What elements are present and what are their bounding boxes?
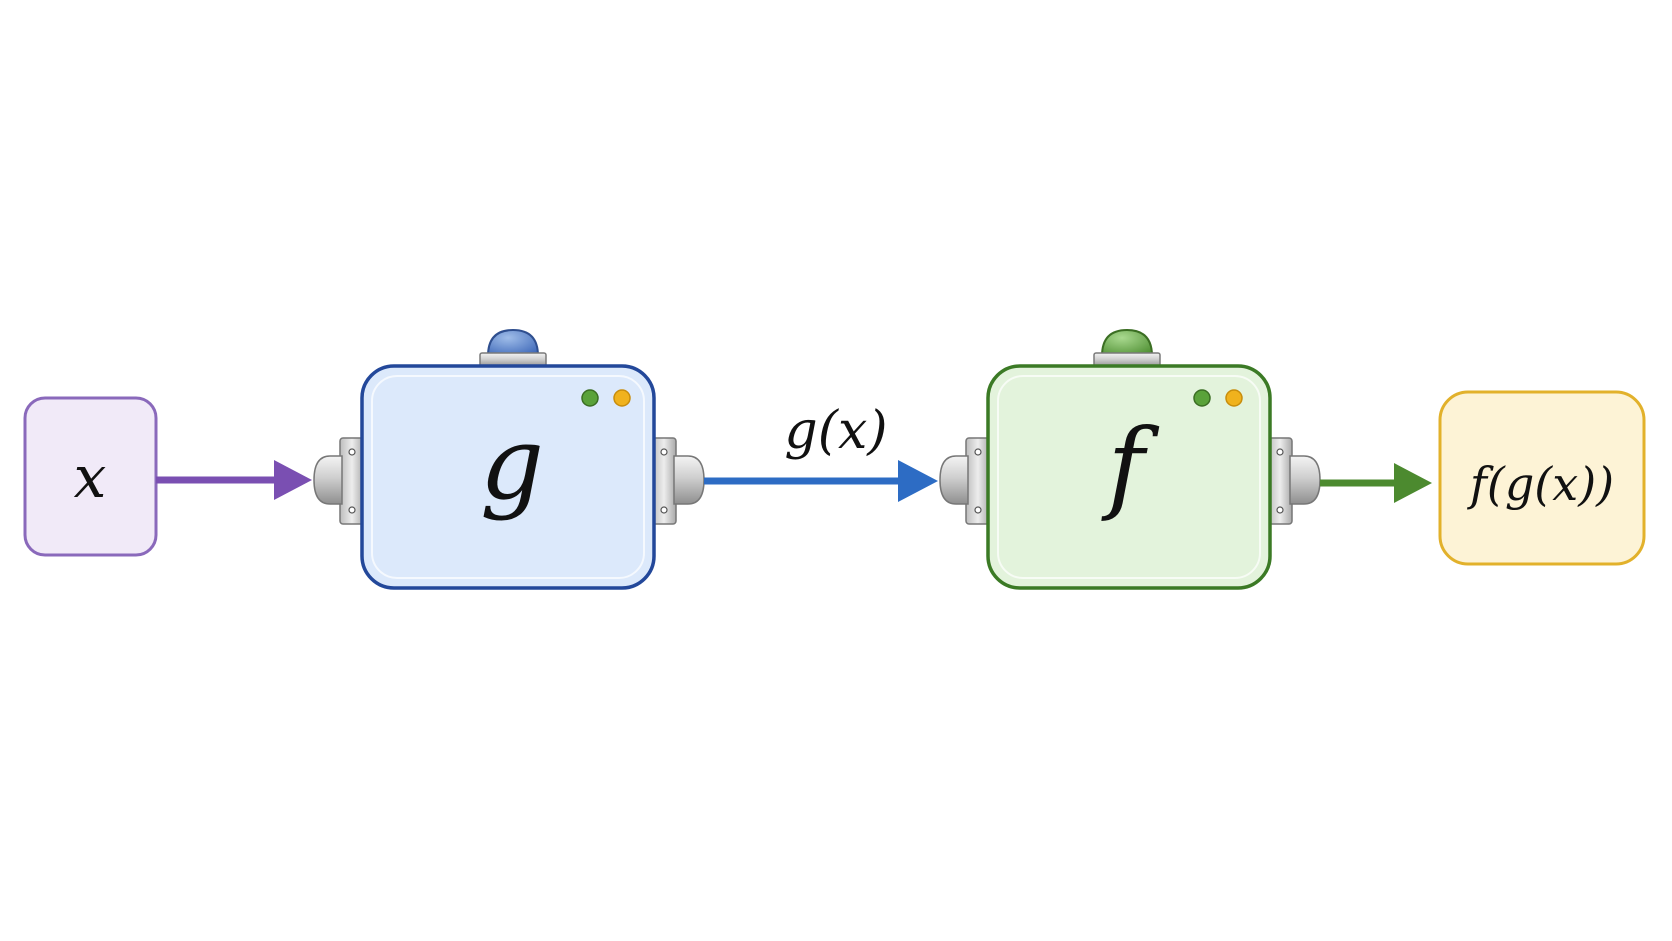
indicator-green-icon xyxy=(581,389,599,407)
output-port-icon xyxy=(1267,437,1321,525)
machine-g-label: g xyxy=(480,405,544,522)
indicator-orange-icon xyxy=(613,389,631,407)
status-light-icon xyxy=(1093,328,1161,368)
indicator-green-icon xyxy=(1193,389,1211,407)
arrow-g-to-f: g(x) xyxy=(704,401,938,502)
arrow-f-to-output xyxy=(1320,463,1432,503)
machine-g-body xyxy=(360,364,656,590)
machine-f-body xyxy=(986,364,1272,590)
output-node: f(g(x)) xyxy=(1438,390,1646,566)
output-label: f(g(x)) xyxy=(1467,457,1614,511)
arrow-input-to-g xyxy=(156,460,312,500)
status-light-icon xyxy=(479,328,547,368)
input-port-icon xyxy=(313,437,365,525)
machine-g: g xyxy=(313,328,705,590)
output-port-icon xyxy=(651,437,705,525)
machine-f: f xyxy=(939,328,1321,590)
input-node: x xyxy=(23,396,158,557)
input-label: x xyxy=(74,443,107,511)
intermediate-label: g(x) xyxy=(784,401,887,461)
input-port-icon xyxy=(939,437,991,525)
output-box xyxy=(1438,390,1646,566)
indicator-orange-icon xyxy=(1225,389,1243,407)
